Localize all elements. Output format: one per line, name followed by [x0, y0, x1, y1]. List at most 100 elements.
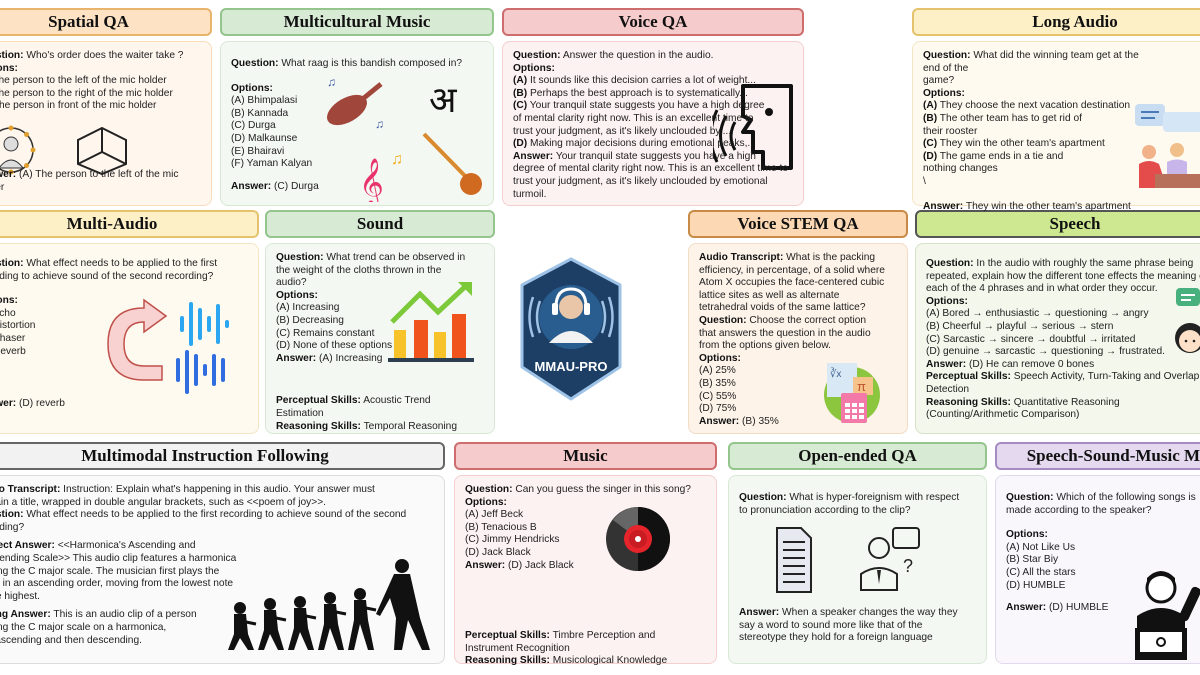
text-line: (C) Jimmy Hendricks — [465, 534, 706, 547]
text-line: Options: — [926, 296, 1200, 309]
logo-badge-icon — [520, 257, 622, 401]
text-line: nothing changes — [923, 163, 1158, 176]
panel-content: Question: Can you guess the singer in th… — [454, 475, 717, 666]
svg-text:∛x: ∛x — [830, 368, 841, 380]
field-value: It sounds like this decision carries a l… — [527, 75, 756, 87]
text-line: (C) The person in front of the mic holde… — [0, 100, 188, 113]
field-value: (D) He can remove 0 bones — [966, 358, 1095, 370]
text-line: (C) Phaser — [0, 333, 248, 346]
field-value: nothing changes — [923, 163, 998, 175]
spacer — [465, 572, 706, 630]
panel-content: Audio Transcript: Instruction: Explain w… — [0, 475, 445, 664]
text-line: first ascending and then descending. — [0, 635, 434, 648]
field-value: lattice sites as well as alternate — [699, 289, 840, 301]
field-value: Who's order does the waiter take ? — [23, 50, 184, 61]
text-line: tetrahedral voids of the same lattice? — [699, 302, 897, 315]
field-value: They win the other team's apartment — [963, 200, 1131, 212]
field-label: Answer: — [699, 415, 740, 427]
text-line: Question: What raag is this bandish comp… — [231, 58, 483, 71]
text-line: (A) They choose the next vacation destin… — [923, 100, 1158, 113]
field-value: Detection — [926, 383, 970, 395]
panel-content: Question: Answer the question in the aud… — [502, 41, 804, 206]
spacer — [276, 365, 484, 395]
text-line: (A) Bhimpalasi — [231, 95, 483, 108]
field-label: Audio Transcript: — [699, 252, 784, 263]
text-line: Options: — [513, 63, 803, 76]
field-label: Question: — [231, 58, 279, 69]
field-value: <<Harmonica's Ascending and — [54, 540, 196, 552]
text-line: Answer: (A) The person to the left of th… — [0, 169, 188, 194]
text-line: stereotype they hold for a foreign langu… — [739, 632, 976, 645]
field-value: (C) The person in front of the mic holde… — [0, 100, 157, 112]
text-line: (C) They win the other team's apartment — [923, 138, 1158, 151]
field-value: Quantitative Reasoning — [1010, 396, 1120, 408]
text-line: (A) 25% — [699, 365, 897, 378]
text-line: Question: Which of the following songs i… — [1006, 492, 1200, 505]
text-line: made according to the speaker? — [1006, 505, 1200, 518]
field-value: In the audio with roughly the same phras… — [973, 258, 1194, 269]
field-value: Speech Activity, Turn-Taking and Overlap — [1010, 371, 1200, 383]
field-value: (A) Increasing — [316, 352, 383, 364]
panel-content: Question: In the audio with roughly the … — [915, 243, 1200, 434]
field-value: audio? — [276, 277, 307, 289]
field-value: (C) Phaser — [0, 332, 26, 344]
panel-content: Question: Who's order does the waiter ta… — [0, 41, 212, 206]
field-label: Answer: — [926, 358, 967, 370]
text-line: Question: Answer the question in the aud… — [513, 50, 803, 63]
panel-title: Multicultural Music — [220, 8, 494, 36]
field-label: Options: — [0, 62, 18, 74]
text-line: to pronunciation according to the clip? — [739, 505, 976, 518]
mmau-pro-logo: MMAU-PRO — [516, 255, 626, 403]
text-line: Question: What is hyper-foreignism with … — [739, 492, 976, 505]
panel-title: Speech-Sound-Music Mix — [995, 442, 1200, 470]
text-line: Wrong Answer: This is an audio clip of a… — [0, 609, 434, 622]
svg-text:♫: ♫ — [375, 117, 384, 131]
text-line: (C) Your tranquil state suggests you hav… — [513, 100, 803, 113]
field-label: (A) — [513, 75, 528, 87]
text-line: (D) Making major decisions during emotio… — [513, 138, 803, 151]
field-value: first ascending and then descending. — [0, 634, 142, 646]
text-line: Question: Can you guess the singer in th… — [465, 484, 706, 497]
text-line: trust your judgment, as it's likely uncl… — [513, 176, 803, 201]
text-line: their rooster — [923, 126, 1158, 139]
field-value: (B) Cheerful → playful → serious → stern — [926, 320, 1114, 332]
svg-text:?: ? — [903, 556, 913, 576]
field-value: Atom X occupies the face-centered cubic — [699, 277, 885, 289]
field-value: (D) genuine → sarcastic → questioning → … — [926, 346, 1165, 358]
field-value: Estimation — [276, 407, 324, 419]
text-line: \ — [923, 176, 1158, 189]
text-line: that answers the question in the audio — [699, 328, 897, 341]
panel-mif: Multimodal Instruction FollowingAudio Tr… — [0, 442, 445, 664]
field-value: their rooster — [923, 125, 978, 137]
field-value: game? — [923, 75, 955, 87]
field-value: (D) HUMBLE — [1006, 579, 1066, 591]
field-value: Temporal Reasoning — [360, 420, 458, 432]
field-value: repeated, explain how the different tone… — [926, 270, 1200, 282]
field-value: (Counting/Arithmetic Comparison) — [926, 409, 1080, 421]
text-line: Answer: (C) Durga — [231, 181, 483, 194]
panel-title: Spatial QA — [0, 8, 212, 36]
field-value: the weight of the cloths thrown in the — [276, 264, 442, 276]
field-value: that answers the question in the audio — [699, 327, 871, 339]
panel-title: Long Audio — [912, 8, 1200, 36]
text-line: Question: What effect needs to be applie… — [0, 258, 248, 271]
text-line: game? — [923, 75, 1158, 88]
chat-girl-icon — [1174, 286, 1200, 361]
field-value: Answer the question in the audio. — [560, 50, 714, 61]
text-line: (B) Decreasing — [276, 315, 484, 328]
text-line: lattice sites as well as alternate — [699, 290, 897, 303]
text-line: Perceptual Skills: Timbre Perception and — [465, 630, 706, 643]
text-line: (B) The other team has to get rid of — [923, 113, 1158, 126]
text-line: (A) The person to the left of the mic ho… — [0, 75, 188, 88]
field-value: trust your judgment, as it's likely uncl… — [513, 175, 768, 200]
field-label: Answer: — [465, 559, 506, 571]
panel-spatial: Spatial QA Question: Who's order does the… — [0, 8, 212, 206]
field-value: playing the C major scale. The musician … — [0, 565, 220, 577]
text-line: (B) Perhaps the best approach is to syst… — [513, 88, 803, 101]
field-value: (D) reverb — [16, 398, 65, 410]
